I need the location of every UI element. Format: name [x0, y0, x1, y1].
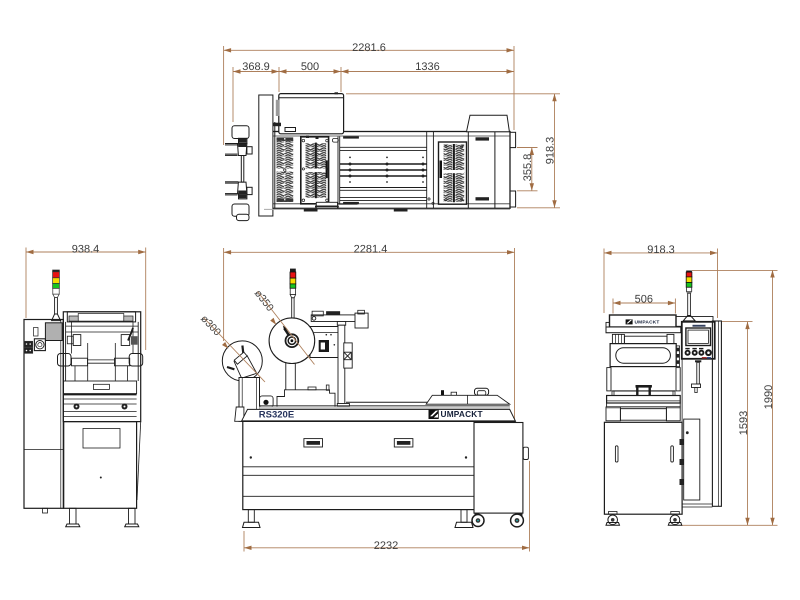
- svg-text:2281.4: 2281.4: [354, 243, 388, 255]
- svg-text:UMPACKT: UMPACKT: [441, 409, 483, 419]
- svg-text:500: 500: [301, 61, 319, 73]
- svg-text:1336: 1336: [415, 61, 439, 73]
- svg-text:506: 506: [635, 293, 653, 305]
- svg-text:RS320E: RS320E: [259, 409, 294, 420]
- svg-text:2281.6: 2281.6: [352, 42, 386, 54]
- svg-text:355.8: 355.8: [522, 154, 534, 182]
- svg-text:1990: 1990: [763, 385, 775, 409]
- svg-text:2232: 2232: [374, 540, 398, 552]
- svg-text:918.3: 918.3: [545, 137, 557, 165]
- svg-text:918.3: 918.3: [647, 244, 675, 256]
- svg-text:368.9: 368.9: [242, 61, 270, 73]
- svg-text:938.4: 938.4: [72, 243, 100, 255]
- svg-text:UMPACKT: UMPACKT: [635, 320, 660, 326]
- svg-text:1593: 1593: [738, 411, 750, 435]
